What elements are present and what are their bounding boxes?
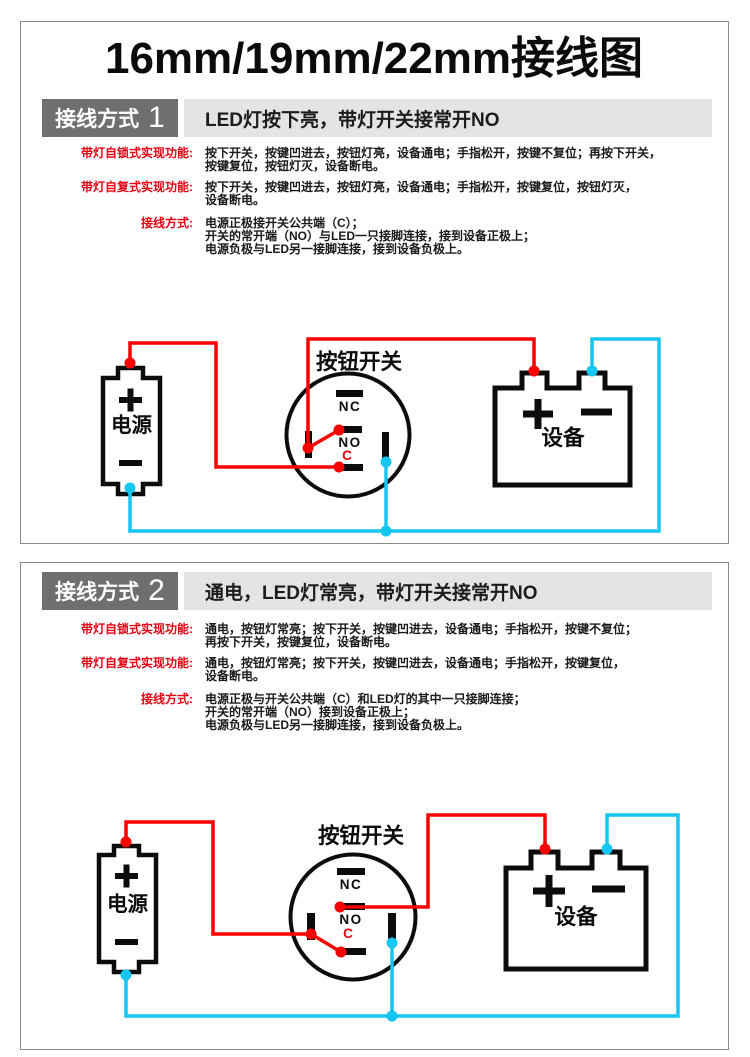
row-label: 接线方式: — [141, 692, 193, 706]
badge-number: 1 — [148, 101, 165, 134]
nc-label: NC — [339, 399, 362, 414]
cyan-wire — [124, 813, 680, 1018]
red-wire — [310, 932, 342, 954]
method-2-badge: 接线方式 2 — [42, 572, 178, 610]
led-pin-left — [307, 913, 315, 940]
device-outline — [503, 849, 649, 972]
red-wire — [124, 820, 311, 936]
red-wires — [128, 337, 536, 469]
circuit-diagram-1: 电源 设备 按钮开关 NC NO C — [100, 337, 661, 537]
nc-terminal-bar — [337, 868, 365, 875]
page-title: 16mm/19mm/22mm接线图 — [104, 34, 643, 83]
switch-label: 按钮开关 — [316, 349, 403, 374]
headline-text: 通电，LED灯常亮，带灯开关接常开NO — [205, 582, 538, 604]
row-text: 通电，按钮灯常亮；按下开关，按键凹进去，设备通电；手指松开，按键不复位； 再按下… — [205, 622, 638, 650]
minus-icon — [581, 408, 612, 416]
solder-dot — [601, 843, 613, 855]
cyan-wires — [128, 337, 661, 533]
led-pin-right — [388, 913, 396, 940]
method-1-badge: 接线方式 1 — [42, 99, 178, 137]
badge-label: 接线方式 — [55, 581, 140, 604]
no-terminal-bar — [336, 426, 362, 433]
method-2-headline-bar: 通电，LED灯常亮，带灯开关接常开NO — [184, 572, 712, 610]
plus-icon — [534, 399, 542, 429]
c-label: C — [343, 926, 353, 941]
plus-icon — [127, 388, 134, 412]
power-label: 电源 — [107, 893, 148, 916]
minus-icon — [115, 939, 138, 945]
badge-label: 接线方式 — [55, 108, 140, 131]
minus-icon — [119, 460, 142, 466]
solder-dot — [124, 482, 136, 494]
solder-dot — [386, 1010, 398, 1022]
row-text: 按下开关，按键凹进去，按钮灯亮，设备通电；手指松开，按键复位，按钮灯灭， 设备断… — [205, 180, 638, 208]
solder-dot — [528, 365, 540, 377]
plus-icon — [545, 875, 553, 907]
method-1-headline-bar: LED灯按下亮，带灯开关接常开NO — [184, 99, 712, 137]
c-terminal-bar — [340, 948, 366, 955]
pushbutton-switch-body — [288, 852, 418, 982]
solder-dot — [124, 357, 136, 369]
solder-dot — [539, 843, 551, 855]
solder-dot — [386, 937, 398, 949]
solder-dot — [333, 424, 345, 436]
power-source-outline — [96, 843, 159, 975]
row-label: 接线方式: — [141, 216, 193, 230]
device-outline — [492, 370, 633, 488]
solder-dot — [334, 901, 346, 913]
nc-label: NC — [340, 877, 363, 892]
no-label: NO — [339, 912, 362, 927]
red-solder-dots — [120, 836, 551, 958]
row-label: 带灯自锁式实现功能: — [81, 622, 193, 636]
solder-dot — [120, 836, 132, 848]
solder-dot — [335, 946, 347, 958]
nc-terminal-bar — [336, 390, 363, 397]
badge-number: 2 — [148, 574, 165, 607]
solder-dot — [120, 969, 132, 981]
solder-dot — [305, 928, 317, 940]
solder-dot — [380, 525, 392, 537]
row-text: 按下开关，按键凹进去，按钮灯亮，设备通电；手指松开，按键不复位；再按下开关， 按… — [205, 146, 662, 174]
row-text: 电源正极接开关公共端（C）； 开关的常开端（NO）与LED一只接脚连接，接到设备… — [205, 216, 536, 257]
device-label: 设备 — [554, 904, 598, 929]
device-label: 设备 — [541, 425, 585, 450]
cyan-wires — [124, 813, 680, 1018]
cyan-solder-dots — [120, 843, 613, 1022]
c-terminal-bar — [338, 464, 363, 471]
switch-label: 按钮开关 — [318, 823, 405, 848]
row-text: 电源正极与开关公共端（C）和LED灯的其中一只接脚连接； 开关的常开端（NO）接… — [205, 692, 526, 733]
plus-icon — [123, 864, 130, 888]
red-wire — [340, 813, 547, 909]
cyan-wire — [128, 337, 661, 533]
row-text: 通电，按钮灯常亮；按下开关，按键凹进去，设备通电；手指松开，按键复位， 设备断电… — [205, 656, 626, 684]
led-pin-right — [382, 432, 389, 459]
row-label: 带灯自复式实现功能: — [81, 180, 193, 194]
red-wires — [124, 813, 547, 954]
red-wire — [128, 341, 337, 469]
red-wire — [307, 428, 340, 450]
power-label: 电源 — [111, 414, 152, 437]
cyan-solder-dots — [124, 365, 598, 537]
power-source-outline — [100, 365, 163, 497]
solder-dot — [333, 461, 345, 473]
c-label: C — [342, 448, 352, 463]
headline-text: LED灯按下亮，带灯开关接常开NO — [205, 109, 500, 131]
solder-dot — [586, 365, 598, 377]
red-solder-dots — [124, 357, 540, 473]
solder-dot — [380, 456, 392, 468]
row-label: 带灯自锁式实现功能: — [81, 146, 193, 160]
solder-dot — [302, 442, 314, 454]
minus-icon — [592, 885, 625, 893]
no-label: NO — [338, 435, 361, 450]
red-wire — [306, 337, 536, 448]
circuit-diagram-2: 电源 设备 按钮开关 NC NO C — [96, 813, 680, 1022]
row-label: 带灯自复式实现功能: — [81, 656, 193, 670]
